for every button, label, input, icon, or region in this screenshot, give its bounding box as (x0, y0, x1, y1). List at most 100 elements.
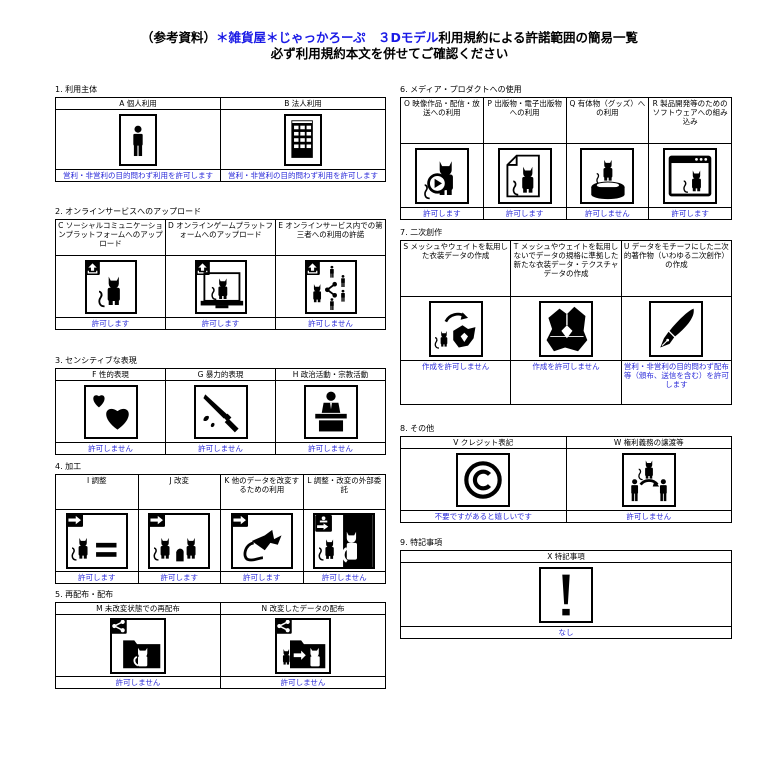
status-h: 許可しません (275, 442, 386, 455)
share-folder-cat-icon (110, 617, 166, 674)
icon-cell (55, 380, 166, 443)
column-header-g: G 暴力的表現 (165, 368, 276, 381)
hearts-icon (83, 384, 138, 439)
column-header-f: F 性的表現 (55, 368, 166, 381)
arrow-tail-ribbon-icon (230, 512, 293, 569)
icon-cell (482, 143, 567, 208)
section-6-media-products: 6. メディア・プロダクトへの使用 O 映像作品・配信・放送への利用 P 出版物… (400, 85, 732, 220)
status-n: 許可しません (220, 676, 386, 689)
column-header-v: V クレジット表記 (400, 436, 567, 449)
icon-cell (400, 562, 732, 627)
title-brand: ＊雑貨屋＊じゃっかろーぷ ３Dモデル (215, 30, 439, 45)
icon-cell (55, 509, 139, 572)
icon-cell (510, 296, 622, 361)
cat-clothes-cycle-icon (428, 300, 483, 357)
status-o: 許可します (400, 207, 484, 220)
permission-table: O 映像作品・配信・放送への利用 P 出版物・電子出版物への利用 Q 有体物（グ… (400, 97, 732, 220)
status-w: 許可しません (565, 510, 732, 523)
building-icon (284, 113, 322, 166)
section-label: 7. 二次創作 (400, 228, 443, 237)
column-header-e: E オンラインサービス内での第三者への利用の許諾 (275, 219, 386, 256)
permission-table: C ソーシャルコミュニケーションプラットフォームへのアップロード D オンライン… (55, 219, 386, 330)
icon-cell (648, 143, 732, 208)
icon-cell (400, 143, 484, 208)
icon-cell (137, 509, 221, 572)
section-label: 2. オンラインサービスへのアップロード (55, 207, 202, 216)
status-r: 許可します (648, 207, 732, 220)
section-4-processing: 4. 加工 I 調整 J 改変 K 他のデータを改変するための利用 L 調整・改… (55, 462, 386, 584)
section-label: 6. メディア・プロダクトへの使用 (400, 85, 522, 94)
status-s: 作成を許可しません (399, 360, 512, 405)
column-header-q: Q 有体物（グッズ）への利用 (565, 97, 650, 144)
podium-speaker-icon (303, 384, 358, 439)
copyright-icon (456, 452, 511, 507)
status-j: 許可します (137, 571, 221, 584)
figure-stand-cat-icon (580, 147, 635, 204)
column-header-a: A 個人利用 (55, 97, 221, 110)
section-label: 9. 特記事項 (400, 538, 443, 547)
status-l: 許可しません (302, 571, 386, 584)
title-line-2: 必ず利用規約本文を併せてご確認ください (270, 46, 509, 61)
section-label: 8. その他 (400, 424, 435, 433)
permission-table: I 調整 J 改変 K 他のデータを改変するための利用 L 調整・改変の外部委託 (55, 474, 386, 584)
column-header-w: W 権利義務の譲渡等 (565, 436, 732, 449)
permission-table: V クレジット表記 W 権利義務の譲渡等 (400, 436, 732, 523)
status-i: 許可します (55, 571, 139, 584)
icon-cell (565, 448, 732, 511)
icon-cell (275, 255, 386, 318)
arrow-cat-modified-icon (148, 512, 211, 569)
section-label: 5. 再配布・配布 (55, 590, 114, 599)
status-b: 営利・非営利の目的問わず利用を許可します (220, 169, 386, 182)
column-header-n: N 改変したデータの配布 (220, 602, 386, 615)
section-label: 3. センシティブな表現 (55, 356, 137, 365)
permission-table: S メッシュやウェイトを転用した衣装データの作成 T メッシュやウェイトを転用し… (399, 240, 733, 405)
permission-table: X 特記事項 なし (400, 550, 732, 639)
status-d: 許可します (165, 317, 276, 330)
page-title: （参考資料）＊雑貨屋＊じゃっかろーぷ ３Dモデル利用規約による許諾範囲の簡易一覧… (0, 30, 779, 62)
upload-monitor-cat-icon (194, 259, 247, 314)
column-header-u: U データをモチーフにした二次的著作物（いわゆる二次創作）の作成 (620, 240, 733, 297)
document-cat-icon (497, 147, 552, 204)
status-u: 営利・非営利の目的問わず配布等（頒布、送信を含む）を許可します (620, 360, 733, 405)
section-label: 1. 利用主体 (55, 85, 98, 94)
column-header-x: X 特記事項 (400, 550, 732, 563)
section-7-derivative-works: 7. 二次創作 S メッシュやウェイトを転用した衣装データの作成 T メッシュや… (399, 228, 733, 405)
status-m: 許可しません (55, 676, 221, 689)
upload-share-people-icon (304, 259, 357, 314)
clothes-icon (538, 300, 593, 357)
status-k: 許可します (220, 571, 304, 584)
section-label: 4. 加工 (55, 462, 82, 471)
permission-table: F 性的表現 G 暴力的表現 H 政治活動・宗教活動 (55, 368, 386, 455)
icon-cell (55, 614, 221, 677)
title-line-1: （参考資料）＊雑貨屋＊じゃっかろーぷ ３Dモデル利用規約による許諾範囲の簡易一覧 (0, 30, 779, 46)
icon-cell (565, 143, 650, 208)
status-p: 許可します (482, 207, 567, 220)
column-header-p: P 出版物・電子出版物への利用 (482, 97, 567, 144)
icon-cell (399, 296, 512, 361)
upload-cat-icon (84, 259, 137, 314)
icon-cell (220, 109, 386, 170)
icon-cell (620, 296, 733, 361)
exclamation-icon (539, 566, 593, 623)
icon-cell (165, 255, 276, 318)
icon-cell (220, 614, 386, 677)
icon-cell (55, 109, 221, 170)
section-3-sensitive-expression: 3. センシティブな表現 F 性的表現 G 暴力的表現 H 政治活動・宗教活動 (55, 356, 386, 455)
section-5-redistribution: 5. 再配布・配布 M 未改変状態での再配布 N 改変したデータの配布 (55, 590, 386, 689)
permission-table: M 未改変状態での再配布 N 改変したデータの配布 (55, 602, 386, 689)
knife-icon (193, 384, 248, 439)
column-header-r: R 製品開発等のためのソフトウェアへの組み込み (648, 97, 732, 144)
column-header-l: L 調整・改変の外部委託 (302, 474, 386, 510)
app-window-cat-icon (663, 147, 718, 204)
status-q: 許可しません (565, 207, 650, 220)
section-2-online-upload: 2. オンラインサービスへのアップロード C ソーシャルコミュニケーションプラッ… (55, 207, 386, 330)
icon-cell (220, 509, 304, 572)
person-icon (119, 113, 157, 166)
column-header-i: I 調整 (55, 474, 139, 510)
icon-cell (302, 509, 386, 572)
column-header-k: K 他のデータを改変するための利用 (220, 474, 304, 510)
column-header-j: J 改変 (137, 474, 221, 510)
icon-cell (275, 380, 386, 443)
status-v: 不要ですがあると嬉しいです (400, 510, 567, 523)
column-header-h: H 政治活動・宗教活動 (275, 368, 386, 381)
